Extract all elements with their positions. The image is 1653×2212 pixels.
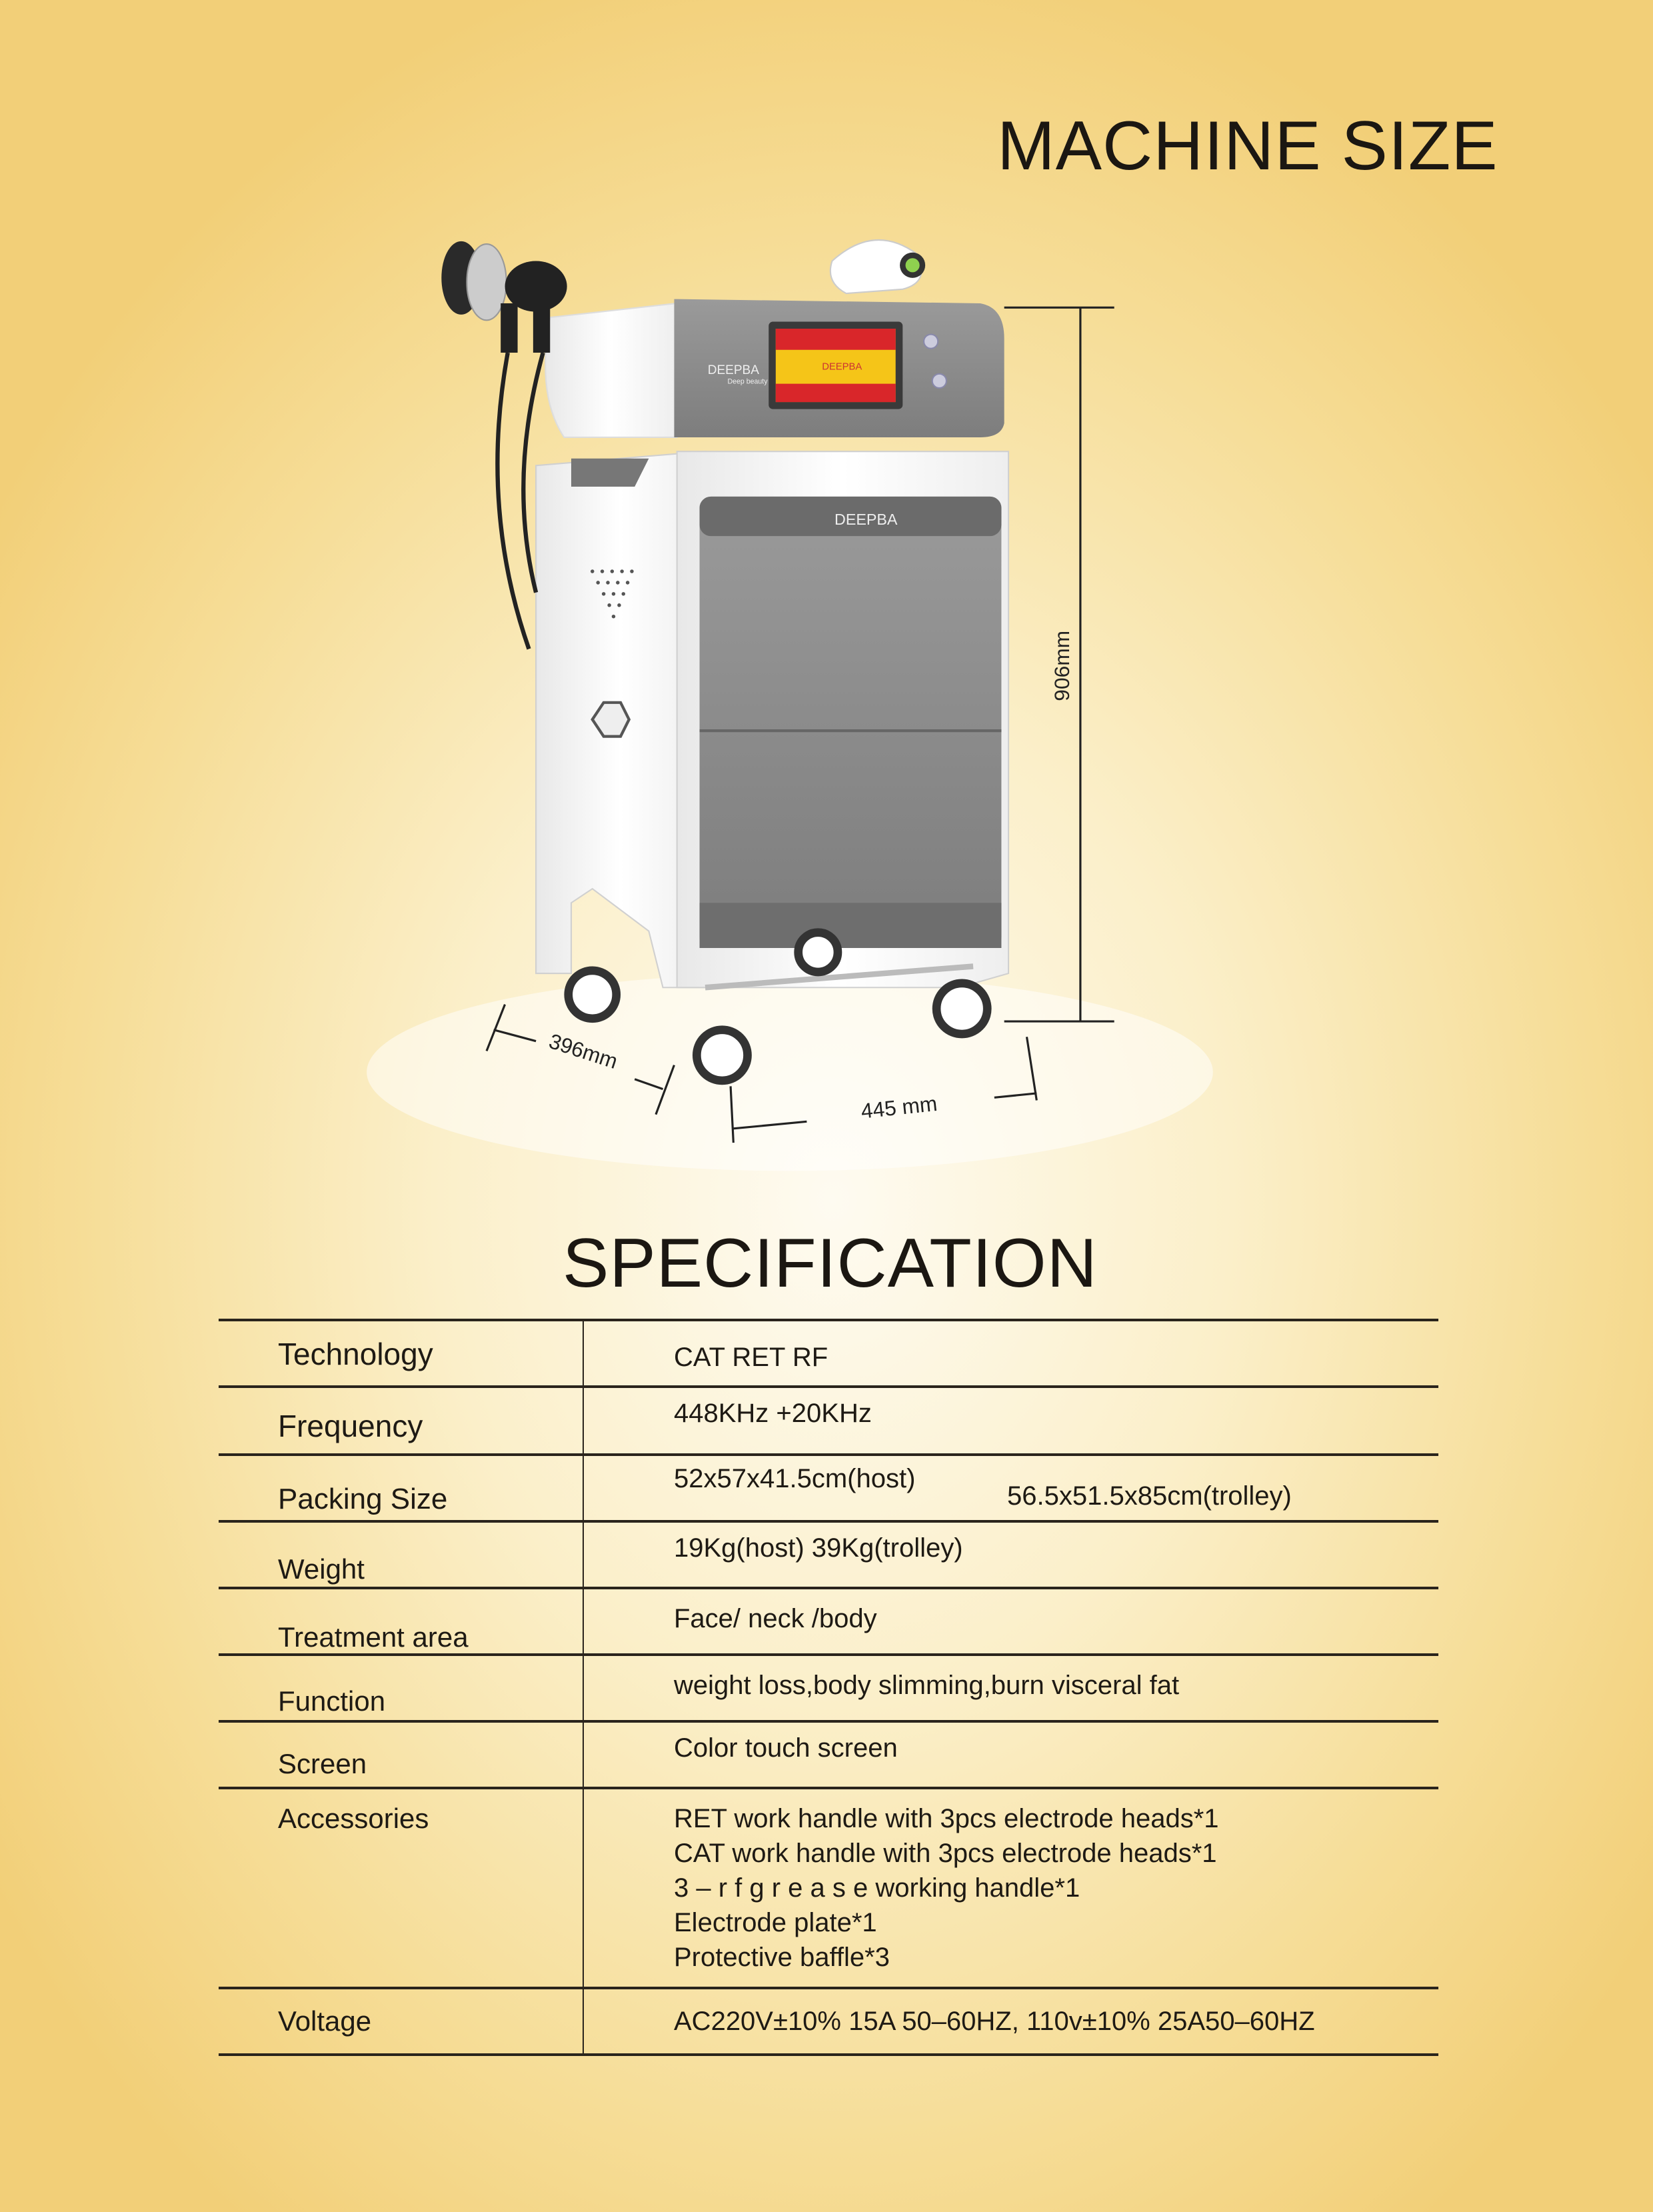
host-tagline: Deep beauty xyxy=(728,378,769,386)
wheels xyxy=(564,928,992,1085)
spec-value: Color touch screen xyxy=(674,1733,898,1763)
spec-value: RET work handle with 3pcs electrode head… xyxy=(674,1804,1219,1833)
spec-row-screen: Screen Color touch screen xyxy=(219,1720,1438,1787)
spec-row-technology: Technology CAT RET RF xyxy=(219,1319,1438,1385)
specification-table: Technology CAT RET RF Frequency 448KHz +… xyxy=(219,1319,1438,2056)
floor-shadow xyxy=(367,973,1213,1171)
host-unit: DEEPBA DEEPBA Deep beauty xyxy=(441,239,1004,650)
spec-label: Screen xyxy=(278,1748,367,1779)
spec-value: Face/ neck /body xyxy=(674,1604,877,1633)
screen-logo: DEEPBA xyxy=(822,361,862,372)
trolley-logo: DEEPBA xyxy=(834,511,898,528)
spec-row-accessories: Accessories RET work handle with 3pcs el… xyxy=(219,1787,1438,1987)
spec-label: Technology xyxy=(278,1337,433,1371)
spec-value: weight loss,body slimming,burn visceral … xyxy=(674,1671,1180,1700)
spec-label: Packing Size xyxy=(278,1483,448,1515)
spec-label: Accessories xyxy=(278,1803,429,1834)
spec-label: Frequency xyxy=(278,1409,423,1443)
trolley-body: DEEPBA xyxy=(535,450,1010,991)
spec-value: 19Kg(host) 39Kg(trolley) xyxy=(674,1533,963,1563)
spec-row-weight: Weight 19Kg(host) 39Kg(trolley) xyxy=(219,1520,1438,1587)
spec-label: Treatment area xyxy=(278,1621,469,1653)
spec-label: Function xyxy=(278,1685,386,1717)
spec-row-function: Function weight loss,body slimming,burn … xyxy=(219,1653,1438,1720)
spec-value: 3 – r f g r e a s e working handle*1 xyxy=(674,1873,1080,1903)
spec-value: CAT RET RF xyxy=(674,1343,828,1372)
spec-value: 448KHz +20KHz xyxy=(674,1399,872,1428)
spec-value: Electrode plate*1 xyxy=(674,1908,877,1937)
spec-row-voltage: Voltage AC220V±10% 15A 50–60HZ, 110v±10%… xyxy=(219,1987,1438,2056)
spec-value: 56.5x51.5x85cm(trolley) xyxy=(1007,1481,1292,1511)
spec-value: CAT work handle with 3pcs electrode head… xyxy=(674,1839,1217,1868)
machine-size-title: MACHINE SIZE xyxy=(997,107,1498,185)
spec-row-packing-size: Packing Size 52x57x41.5cm(host) 56.5x51.… xyxy=(219,1453,1438,1520)
height-dimension-label: 906mm xyxy=(1050,631,1074,701)
dimension-lines xyxy=(485,306,1114,1143)
host-logo: DEEPBA xyxy=(708,363,760,377)
spec-row-frequency: Frequency 448KHz +20KHz xyxy=(219,1385,1438,1453)
spec-value: 52x57x41.5cm(host) xyxy=(674,1464,916,1493)
specification-title: SPECIFICATION xyxy=(563,1225,1098,1302)
spec-row-treatment-area: Treatment area Face/ neck /body xyxy=(219,1587,1438,1653)
spec-label: Weight xyxy=(278,1553,365,1585)
spec-label: Voltage xyxy=(278,2005,372,2037)
spec-value: AC220V±10% 15A 50–60HZ, 110v±10% 25A50–6… xyxy=(674,2007,1315,2036)
spec-value: Protective baffle*3 xyxy=(674,1943,890,1972)
